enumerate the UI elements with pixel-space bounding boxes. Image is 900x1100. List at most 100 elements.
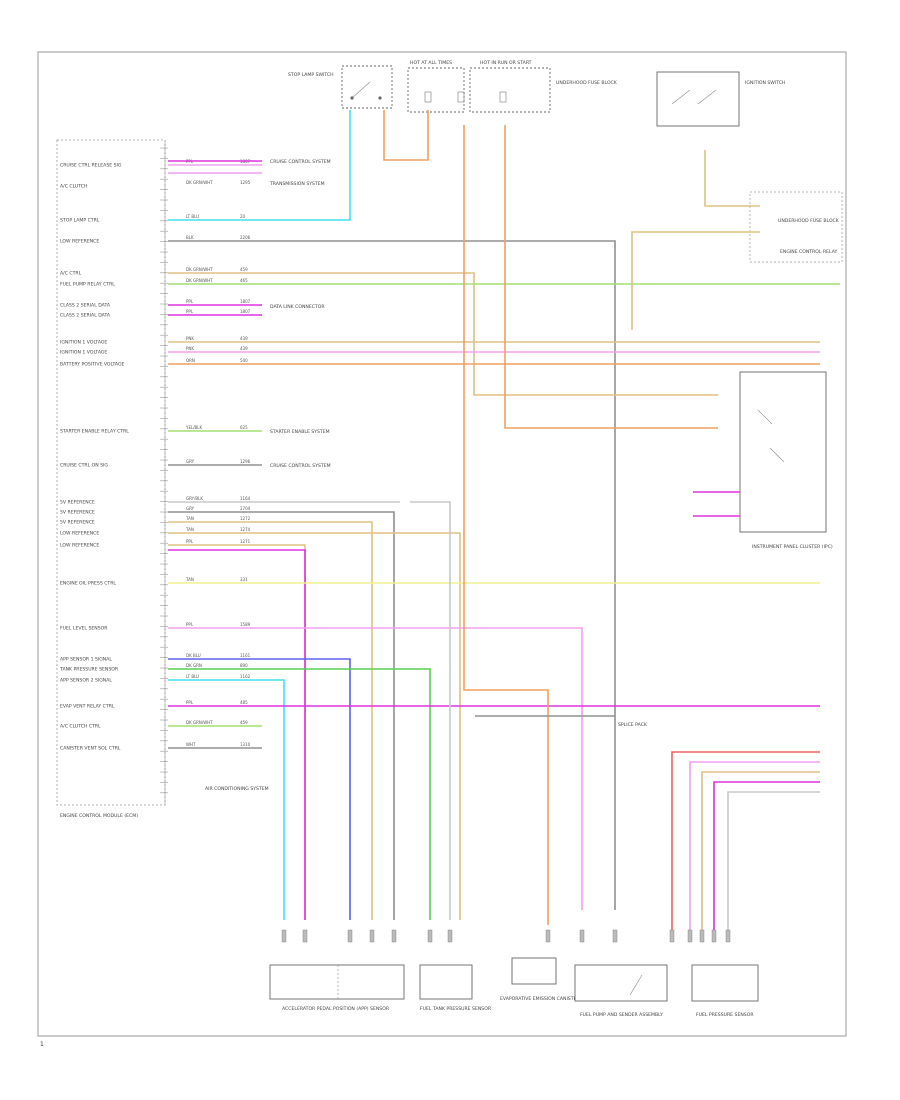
- circuit-number: 439: [240, 336, 248, 341]
- wire: [463, 125, 549, 925]
- connector-pin: [725, 929, 731, 943]
- ecm-pin-label: IGNITION 1 VOLTAGE: [60, 340, 107, 346]
- wire-color-code: DK GRN/WHT: [186, 267, 213, 272]
- fuel-pressure-sensor-label: FUEL PRESSURE SENSOR: [696, 1012, 754, 1018]
- splice-pack-label: SPLICE PACK: [618, 722, 648, 728]
- instrument-panel-cluster: INSTRUMENT PANEL CLUSTER (IPC): [739, 371, 833, 550]
- circuit-number: 1274: [240, 527, 251, 532]
- system-reference: STARTER ENABLE SYSTEM: [270, 429, 330, 435]
- wire: [504, 125, 718, 429]
- wire-color-code: PNK: [186, 346, 194, 351]
- circuit-number: 1310: [240, 742, 251, 747]
- engine-control-relay: ENGINE CONTROL RELAY: [749, 191, 843, 263]
- wire-color-code: PPL: [186, 309, 194, 314]
- ecm-pin-label: TANK PRESSURE SENSOR: [59, 667, 119, 673]
- wire-color-code: YEL/BLK: [185, 425, 203, 430]
- evap-vent-solenoid-label: EVAPORATIVE EMISSION CANISTER VENT SOLEN…: [500, 996, 619, 1002]
- engine-control-relay-label: ENGINE CONTROL RELAY: [780, 249, 837, 255]
- diagram-frame: [37, 51, 847, 1037]
- wire-color-code: DK GRN/WHT: [186, 278, 213, 283]
- connector-pin: [669, 929, 675, 943]
- connector-pin: [347, 929, 353, 943]
- connector-pin: [612, 929, 618, 943]
- wire: [168, 240, 616, 910]
- wire-color-code: PPL: [186, 622, 194, 627]
- ipc-label: INSTRUMENT PANEL CLUSTER (IPC): [752, 544, 833, 550]
- fuse-block-top-run: HOT IN RUN OR START UNDERHOOD FUSE BLOCK: [457, 60, 618, 113]
- connector-pin: [579, 929, 585, 943]
- hot-at-all-times-label: HOT AT ALL TIMES: [410, 60, 452, 66]
- tank-pressure-sensor-label: FUEL TANK PRESSURE SENSOR: [420, 1006, 492, 1012]
- circuit-number: 1162: [240, 674, 251, 679]
- ecm-pin-label: A/C CTRL: [60, 271, 82, 277]
- ecm-pin-label: ENGINE OIL PRESS CTRL: [60, 581, 116, 587]
- stop-lamp-switch: STOP LAMP SWITCH: [288, 65, 393, 109]
- wire: [168, 511, 395, 920]
- wire: [168, 627, 583, 910]
- ignition-switch: IGNITION SWITCH: [656, 71, 785, 127]
- wire: [168, 272, 718, 396]
- connector-pin: [427, 929, 433, 943]
- connector-pin: [281, 929, 287, 943]
- circuit-number: 1807: [240, 299, 251, 304]
- ecm-pin-label: LOW REFERENCE: [60, 239, 99, 245]
- ecm-pin-label: A/C CLUTCH: [60, 184, 87, 190]
- ignition-switch-label: IGNITION SWITCH: [745, 80, 785, 86]
- wire: [383, 110, 429, 161]
- underhood-fuse-label: UNDERHOOD FUSE BLOCK: [556, 80, 618, 86]
- ecm-pin-label: STARTER ENABLE RELAY CTRL: [60, 429, 129, 435]
- wire-color-code: DK BLU: [186, 653, 201, 658]
- underhood-fuse-right-label: UNDERHOOD FUSE BLOCK: [778, 218, 840, 224]
- ecm-pin-label: APP SENSOR 2 SIGNAL: [60, 678, 112, 684]
- circuit-number: 20: [240, 214, 246, 219]
- stop-lamp-switch-label: STOP LAMP SWITCH: [288, 72, 334, 78]
- wire-color-code: DK GRN/WHT: [186, 180, 213, 185]
- ecm-pin-label: CRUISE CTRL ON SIG: [60, 463, 108, 469]
- ecm-pin-label: APP SENSOR 1 SIGNAL: [60, 657, 112, 663]
- wire: [713, 781, 820, 930]
- wire-color-code: LT BLU: [186, 674, 199, 679]
- wire: [631, 231, 760, 330]
- wire: [168, 110, 351, 221]
- wire-color-code: PPL: [186, 700, 194, 705]
- ecm-pin-label: CLASS 2 SERIAL DATA: [60, 313, 111, 319]
- circuit-number: 1161: [240, 653, 251, 658]
- wire: [671, 751, 820, 930]
- circuit-number: 485: [240, 700, 248, 705]
- connector-pin: [391, 929, 397, 943]
- connector-pin: [699, 929, 705, 943]
- wire: [168, 532, 461, 920]
- wire-color-code: PNK: [186, 336, 194, 341]
- circuit-number: 2704: [240, 506, 251, 511]
- circuit-number: 459: [240, 720, 248, 725]
- circuit-number: 2206: [240, 235, 251, 240]
- wire-color-code: GRY: [186, 506, 195, 511]
- wire: [689, 761, 820, 930]
- system-reference: TRANSMISSION SYSTEM: [269, 181, 325, 187]
- fuel-pump-sender-label: FUEL PUMP AND SENDER ASSEMBLY: [580, 1012, 663, 1018]
- wire: [727, 791, 820, 930]
- connector-pin: [447, 929, 453, 943]
- system-reference: DATA LINK CONNECTOR: [270, 304, 325, 310]
- wire-color-code: TAN: [185, 527, 194, 532]
- circuit-number: 890: [240, 663, 248, 668]
- ecm-pin-label: 5V REFERENCE: [60, 500, 95, 506]
- wire: [168, 679, 285, 920]
- ecm-pin-label: 5V REFERENCE: [60, 520, 95, 526]
- evap-vent-solenoid: EVAPORATIVE EMISSION CANISTER VENT SOLEN…: [500, 957, 619, 1002]
- wire-color-code: TAN: [185, 577, 194, 582]
- circuit-number: 439: [240, 346, 248, 351]
- circuit-number: 1296: [240, 459, 251, 464]
- wire: [410, 501, 451, 920]
- ecm-pin-label: EVAP VENT RELAY CTRL: [60, 704, 115, 710]
- ecm-pin-label: FUEL LEVEL SENSOR: [60, 626, 108, 632]
- ecm-pin-label: IGNITION 1 VOLTAGE: [60, 350, 107, 356]
- wire: [704, 150, 760, 207]
- wire-color-code: LT BLU: [186, 214, 199, 219]
- system-reference: AIR CONDITIONING SYSTEM: [205, 786, 269, 792]
- circuit-number: 1295: [240, 180, 251, 185]
- connector-pin: [687, 929, 693, 943]
